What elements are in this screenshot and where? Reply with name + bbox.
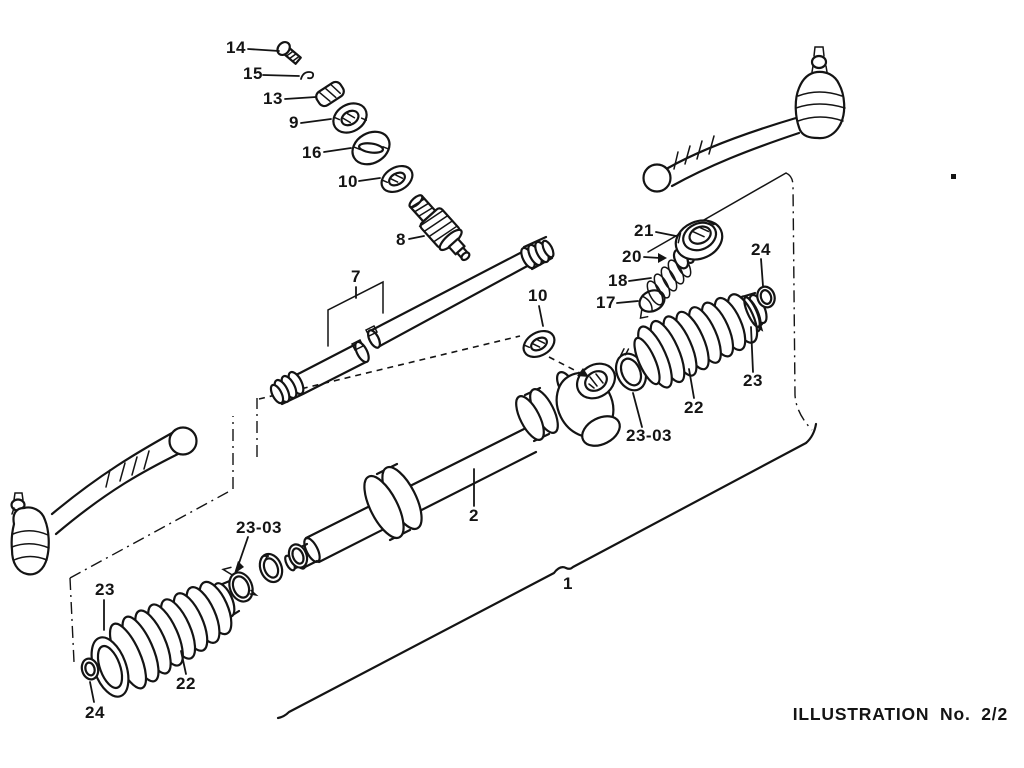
clamp-23-03-left — [221, 566, 259, 603]
callout-20: 20 — [622, 247, 642, 266]
callout-14: 14 — [226, 38, 246, 57]
gear-housing — [555, 362, 621, 447]
callout-8: 8 — [396, 230, 406, 249]
illustration-caption: ILLUSTRATION No. 2/2 — [792, 704, 1008, 724]
callout-7: 7 — [351, 267, 361, 286]
clip-15 — [300, 71, 315, 80]
callout-22-right: 22 — [684, 398, 704, 417]
callout-23-03-left: 23-03 — [236, 518, 282, 537]
washer-10-upper — [380, 164, 414, 194]
assembly-bracket-line-1 — [276, 422, 818, 720]
bolt-14 — [276, 40, 302, 65]
callout-24-right: 24 — [751, 240, 771, 259]
callout-24-left: 24 — [85, 703, 105, 722]
leader-lines — [89, 48, 764, 703]
lock-washer-left — [258, 552, 284, 584]
callout-23-03-right: 23-03 — [626, 426, 672, 445]
ring-24-right — [756, 285, 776, 309]
callout-9: 9 — [289, 113, 299, 132]
callout-15: 15 — [243, 64, 263, 83]
rack-support-17 — [638, 289, 666, 320]
callout-18: 18 — [608, 271, 628, 290]
grommet-16 — [351, 130, 391, 166]
callout-17: 17 — [596, 293, 616, 312]
boot-left-22 — [90, 578, 241, 698]
pinion-gear — [408, 194, 471, 262]
callout-16: 16 — [302, 143, 322, 162]
callout-21: 21 — [634, 221, 654, 240]
ball-joint-boot-right — [794, 46, 846, 140]
ring-24-left — [80, 657, 100, 681]
rack-tube — [269, 235, 555, 406]
callout-23-right: 23 — [743, 371, 763, 390]
print-artifact-dot — [951, 174, 956, 179]
callout-22-left: 22 — [176, 674, 196, 693]
callout-2: 2 — [469, 506, 479, 525]
bushing-9 — [332, 102, 368, 134]
adjusting-nut-21 — [674, 218, 724, 261]
tie-rod-right — [642, 46, 846, 193]
rack-housing — [284, 386, 559, 572]
spacer-ring-left — [287, 543, 309, 569]
callout-10-upper: 10 — [338, 172, 358, 191]
washer-10-center — [522, 329, 556, 359]
mount-bracket-13 — [315, 80, 345, 108]
clamp-23-right — [743, 296, 764, 332]
callout-1: 1 — [563, 574, 573, 593]
tie-rod-left — [10, 426, 198, 576]
callout-23-left: 23 — [95, 580, 115, 599]
ball-joint-boot-left — [10, 492, 50, 576]
callout-10-center: 10 — [528, 286, 548, 305]
callout-13: 13 — [263, 89, 283, 108]
